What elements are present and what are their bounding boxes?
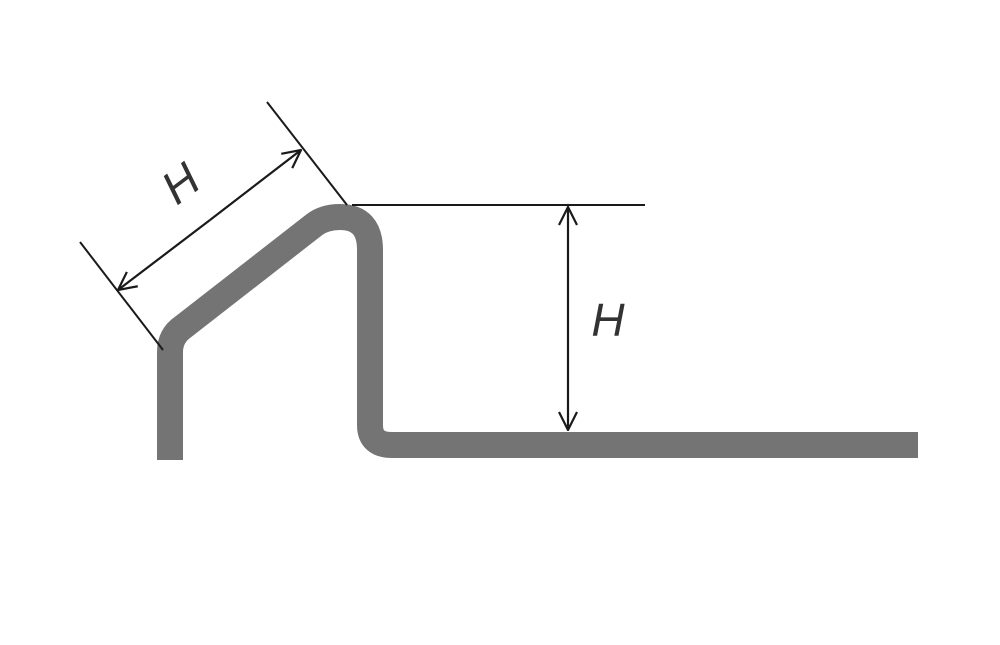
diagonal-extension-line-right [266, 101, 348, 206]
diagonal-dimension-arrow [209, 150, 301, 221]
diagonal-extension-line-left [79, 241, 164, 351]
vertical-dimension-label: H [591, 294, 625, 346]
diagonal-dimension-label: H [151, 152, 209, 214]
diagonal-dimension-arrow [118, 219, 211, 290]
metal-profile [157, 204, 918, 460]
